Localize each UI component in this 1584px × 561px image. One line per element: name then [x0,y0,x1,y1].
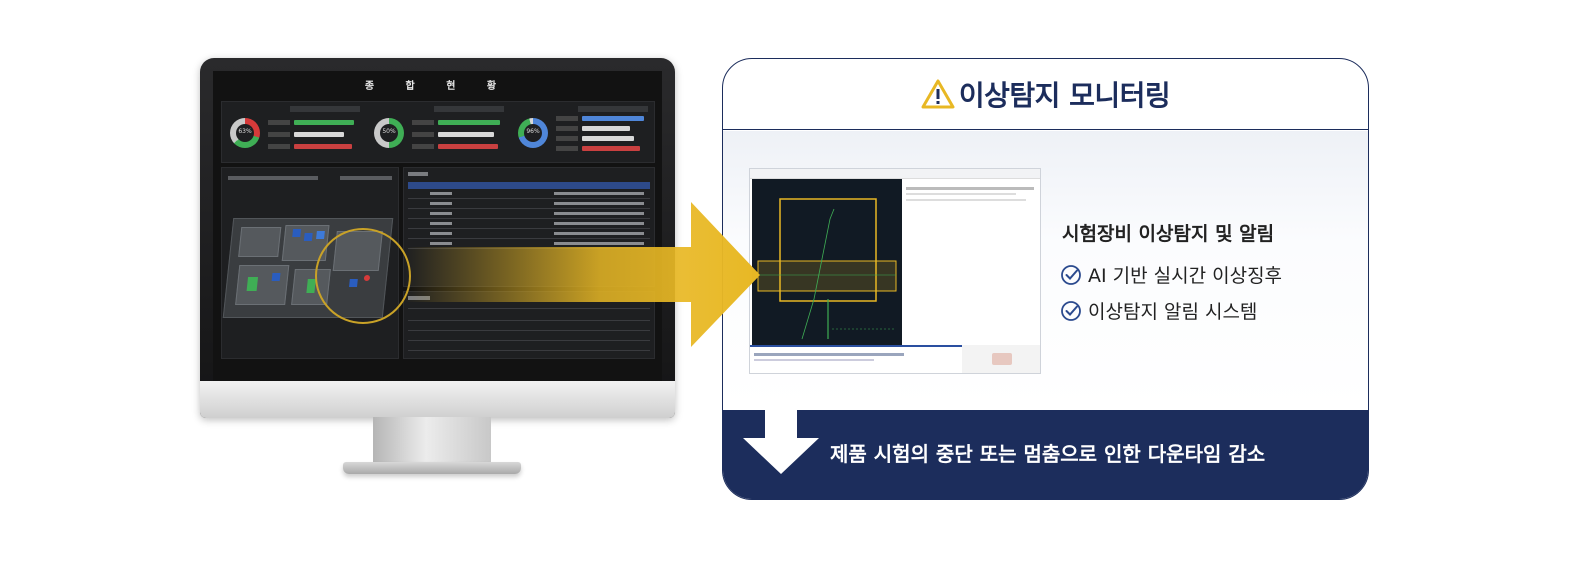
donut-percent: 96% [526,128,540,135]
monitor-chin [200,381,675,418]
feature-item: AI 기반 실시간 이상징후 [1060,261,1282,288]
anomaly-thumbnail [962,345,1040,373]
feature-title: 시험장비 이상탐지 및 알림 [1062,223,1275,245]
summary-table-panel [403,291,655,359]
card-footer: 제품 시험의 중단 또는 멈춤으로 인한 다운타임 감소 [723,408,1368,499]
check-circle-icon [1061,264,1081,285]
map-toolbar[interactable] [228,176,318,180]
kpi-filter[interactable] [290,106,360,112]
donut-chart: 50% [374,118,404,148]
monitor-stand [373,417,491,465]
kpi-panel: 63% 50% 96% [221,101,655,163]
kpi-filter[interactable] [434,106,504,112]
anomaly-screenshot [749,168,1041,374]
down-arrow-icon [743,408,819,474]
donut-percent: 50% [382,128,396,135]
map-legend [340,176,392,180]
feature-label: 이상탐지 알림 시스템 [1088,301,1258,323]
footer-text: 제품 시험의 중단 또는 멈춤으로 인한 다운타임 감소 [830,442,1266,466]
donut-chart: 63% [230,118,260,148]
kpi-card: 96% [514,102,654,164]
right-arrow-icon [405,202,760,347]
monitor-base [343,462,521,474]
dashboard-title: 종 합 현 황 [364,81,511,92]
anomaly-chart [752,179,902,345]
donut-chart: 96% [518,118,548,148]
anomaly-alert-bar [750,345,962,373]
anomaly-monitoring-card: 이상탐지 모니터링 [722,58,1369,500]
check-circle-icon [1061,300,1081,321]
dashboard-screen: 종 합 현 황 63% 50% [213,71,662,381]
anomaly-log-list [904,179,1040,345]
card-title: 이상탐지 모니터링 [958,79,1171,112]
table-header [408,182,650,189]
feature-label: AI 기반 실시간 이상징후 [1088,265,1283,287]
kpi-card: 50% [370,102,510,164]
card-header: 이상탐지 모니터링 [723,59,1368,130]
highlight-circle [315,228,411,324]
feature-item: 이상탐지 알림 시스템 [1060,297,1257,324]
donut-percent: 63% [238,128,252,135]
monitor: 종 합 현 황 63% 50% [200,58,675,418]
card-body: 시험장비 이상탐지 및 알림 AI 기반 실시간 이상징후 이상탐지 알림 시스… [723,131,1368,410]
warning-triangle-icon [921,79,955,109]
kpi-card: 63% [226,102,366,164]
kpi-filter[interactable] [578,106,648,112]
